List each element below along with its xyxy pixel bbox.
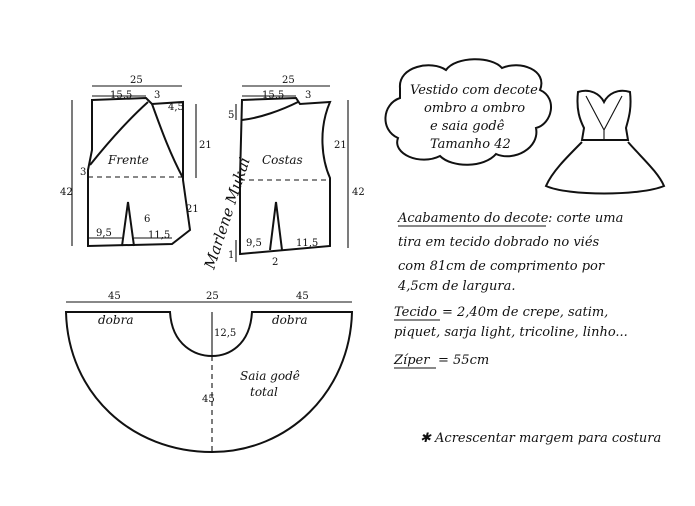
back-hem-drop-label: 1 xyxy=(228,250,234,261)
back-center-top-label: 5 xyxy=(228,110,234,121)
skirt-label-line2: total xyxy=(250,385,278,399)
back-pleat-right-label: 11,5 xyxy=(296,238,318,249)
zipper-value: = 55cm xyxy=(438,353,489,368)
front-side-upper-label: 3 xyxy=(80,167,86,178)
front-neckline xyxy=(89,101,149,166)
dress-bodice xyxy=(576,89,632,141)
front-side-lower-label: 21 xyxy=(186,204,199,215)
instructions: Acabamento do decote : corte uma tira em… xyxy=(393,211,661,446)
front-outline xyxy=(87,96,192,248)
skirt-left-width-label: 45 xyxy=(108,291,121,302)
back-armhole-label: 21 xyxy=(334,140,347,151)
front-pleat-label: 6 xyxy=(144,214,150,225)
front-bodice: 25 15,5 3 4,5 42 21 21 3 9,5 6 11,5 Fren… xyxy=(60,75,212,248)
back-width-label: 25 xyxy=(282,75,295,86)
finish-line4: 4,5cm de largura. xyxy=(397,279,515,294)
front-length-label: 42 xyxy=(60,187,73,198)
back-piece-label: Costas xyxy=(262,153,303,167)
title-cloud-outline xyxy=(384,58,552,166)
skirt-outline xyxy=(64,311,354,454)
front-width-label: 25 xyxy=(130,75,143,86)
front-pleat-left-label: 9,5 xyxy=(96,228,112,239)
finish-line1: : corte uma xyxy=(548,211,623,226)
title-cloud: Vestido com decote ombro a ombro e saia … xyxy=(384,58,552,166)
back-shoulder-label: 15,5 xyxy=(262,90,284,101)
skirt-center-width-label: 25 xyxy=(206,291,219,302)
back-dart xyxy=(269,201,283,251)
back-length-label: 42 xyxy=(352,187,365,198)
back-pleat-width-label: 2 xyxy=(272,257,278,268)
title-line1: Vestido com decote xyxy=(410,83,538,98)
skirt-right-width-label: 45 xyxy=(296,291,309,302)
back-neckline xyxy=(241,101,299,121)
title-line3: e saia godê xyxy=(430,119,505,134)
finish-line2: tira em tecido dobrado no viés xyxy=(398,235,600,250)
front-dart xyxy=(121,201,135,247)
back-pleat-left-label: 9,5 xyxy=(246,238,262,249)
front-shoulder-label: 15,5 xyxy=(110,90,132,101)
skirt-left-fold-label: dobra xyxy=(98,313,133,327)
front-pleat-right-label: 11,5 xyxy=(148,230,170,241)
fabric-label: Tecido xyxy=(394,305,437,320)
front-neck-depth-label: 3 xyxy=(154,90,160,101)
front-piece-label: Frente xyxy=(107,153,149,167)
zipper-label: Zíper xyxy=(393,353,430,368)
skirt-waist-depth-label: 12,5 xyxy=(214,328,236,339)
title-line2: ombro a ombro xyxy=(424,101,525,116)
front-armhole-label: 21 xyxy=(199,140,212,151)
finish-line3: com 81cm de comprimento por xyxy=(398,259,605,274)
back-bodice: 25 15,5 3 5 42 21 1 2 9,5 11,5 Costas xyxy=(228,75,365,268)
skirt-right-fold-label: dobra xyxy=(272,313,307,327)
front-armhole xyxy=(151,103,184,179)
dress-sketch xyxy=(544,89,666,195)
skirt-label-line1: Saia godê xyxy=(240,369,300,383)
back-neck-drop-label: 3 xyxy=(305,90,311,101)
back-outline xyxy=(239,96,332,256)
finish-label: Acabamento do decote xyxy=(397,211,549,226)
seam-allowance-note: ✱ Acrescentar margem para costura xyxy=(420,431,661,446)
front-strap-label: 4,5 xyxy=(168,102,184,113)
fabric-line2: piquet, sarja light, tricoline, linho... xyxy=(394,325,628,340)
dress-skirt xyxy=(544,141,666,195)
title-line4: Tamanho 42 xyxy=(430,137,511,152)
fabric-line1: = 2,40m de crepe, satim, xyxy=(442,305,608,320)
circle-skirt: 45 25 45 dobra dobra 12,5 45 Saia godê t… xyxy=(64,291,354,454)
skirt-length-label: 45 xyxy=(202,394,215,405)
